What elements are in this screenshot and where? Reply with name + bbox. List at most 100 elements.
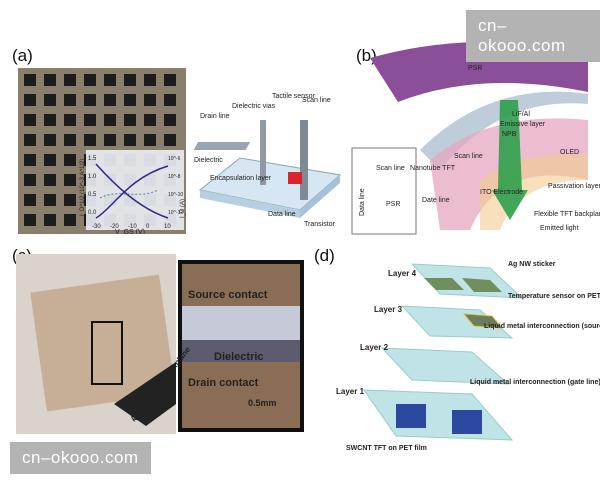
sensor-cell [44, 154, 56, 166]
y-left-axis-label: I_D^1/2 (10^-3 A^1/2) [80, 159, 86, 216]
inset-scan-line-label: Scan line [376, 165, 405, 172]
sensor-cell [24, 194, 36, 206]
inset-data-line-label: Data line [359, 188, 366, 216]
y-right-tick-label: 10^-12 [168, 210, 183, 216]
sensor-cell [44, 74, 56, 86]
panel-a-photo: -30 -20 -10 0 10 1.5 1.0 0.5 0.0 10^-6 10^-8 10^-10… [18, 68, 186, 234]
sensor-cell [84, 94, 96, 106]
sensor-cell [104, 114, 116, 126]
inset-psr-label: PSR [386, 201, 400, 208]
sensor-cell [104, 74, 116, 86]
panel-d-label: (d) [314, 246, 335, 265]
y-left-tick-label: 0.5 [88, 192, 97, 198]
sensor-cell [64, 154, 76, 166]
schematic-label: Scan line [302, 97, 331, 104]
x-tick-label: 0 [146, 224, 150, 230]
sensor-cell [24, 114, 36, 126]
oled-label: NPB [502, 131, 517, 138]
sensor-cell [24, 154, 36, 166]
sensor-cell [64, 74, 76, 86]
scale-bar-big: 1cm [134, 412, 154, 423]
y-right-tick-label: 10^-8 [168, 174, 181, 180]
sensor-cell [24, 74, 36, 86]
watermark-top: cn–okooo.com [466, 10, 600, 62]
sensor-cell [84, 114, 96, 126]
oled-label: Scan line [454, 153, 483, 160]
sensor-cell [164, 74, 176, 86]
sensor-cell [104, 94, 116, 106]
sensor-cell [84, 134, 96, 146]
sensor-cell [124, 114, 136, 126]
sensor-cell [144, 74, 156, 86]
y-left-tick-label: 1.5 [88, 156, 97, 162]
sensor-cell [44, 214, 56, 226]
x-axis-label: V_GS (V) [115, 229, 145, 234]
panel-d-figure: Layer 4 Layer 3 Layer 2 Layer 1 Ag NW sticke… [336, 261, 600, 452]
watermark-bottom: cn–okooo.com [10, 442, 151, 474]
stack-annotation: Liquid metal interconnection (gate line) [470, 379, 600, 386]
oled-label: Nanotube TFT [410, 165, 456, 172]
oled-label: Emissive layer [500, 121, 546, 128]
stack-annotation: Temperature sensor on PET film [508, 293, 600, 300]
schematic-label: Dielectric vias [232, 103, 276, 110]
sensor-cell [64, 134, 76, 146]
sensor-cell [164, 134, 176, 146]
sensor-cell [84, 74, 96, 86]
sensor-cell [144, 114, 156, 126]
oled-label: PSR [468, 65, 482, 72]
schematic-label: Encapsulation layer [210, 175, 272, 182]
source-contact-label: Source contact [188, 289, 268, 301]
sensor-cell [104, 134, 116, 146]
dielectric-label: Dielectric [214, 351, 264, 363]
layer-label: Layer 3 [374, 305, 403, 314]
y-right-tick-label: 10^-10 [168, 192, 183, 198]
sensor-cell [64, 194, 76, 206]
drain-contact-label: Drain contact [188, 377, 259, 389]
x-tick-label: -20 [110, 224, 119, 230]
sensor-cell [44, 174, 56, 186]
schematic-label: Tactile sensor [272, 93, 315, 100]
x-tick-label: -10 [128, 224, 137, 230]
layer-label: Layer 2 [360, 343, 389, 352]
sensor-cell [24, 134, 36, 146]
sensor-cell [44, 94, 56, 106]
sensor-cell [44, 114, 56, 126]
y-left-tick-label: 1.0 [88, 174, 97, 180]
stack-annotation: SWCNT TFT on PET film [346, 445, 427, 452]
sensor-cell [24, 174, 36, 186]
oled-label: Passivation layer [548, 183, 600, 190]
oled-label: LiF/Al [512, 111, 530, 118]
schematic-label: Transistor [304, 221, 336, 228]
sensor-cell [24, 94, 36, 106]
sensor-cell [64, 114, 76, 126]
x-tick-label: 10 [164, 224, 171, 230]
sensor-cell [144, 134, 156, 146]
oled-label: Flexible TFT backplane [534, 211, 600, 218]
y-left-tick-label: 0.0 [88, 210, 97, 216]
schematic-label: Dielectric [194, 157, 223, 164]
oled-label: OLED [560, 149, 579, 156]
scale-bar-small: 0.5mm [248, 398, 277, 408]
layer-label: Layer 4 [388, 269, 417, 278]
oled-label: ITO Electrode [480, 189, 523, 196]
sensor-cell [44, 134, 56, 146]
stack-annotation: Ag NW sticker [508, 261, 556, 268]
sensor-cell [124, 94, 136, 106]
schematic-label: Drain line [200, 113, 230, 120]
layer-label: Layer 1 [336, 387, 365, 396]
y-right-axis-label: I_D (A) [180, 199, 186, 218]
sensor-cell [64, 94, 76, 106]
sensor-cell [164, 114, 176, 126]
oled-label: Emitted light [540, 225, 579, 232]
sensor-cell [164, 94, 176, 106]
oled-label: Date line [422, 197, 450, 204]
sensor-cell [124, 74, 136, 86]
sensor-cell [144, 94, 156, 106]
x-tick-label: -30 [92, 224, 101, 230]
panel-a-label: (a) [12, 46, 33, 65]
sensor-cell [124, 134, 136, 146]
sensor-cell [44, 194, 56, 206]
y-right-tick-label: 10^-6 [168, 156, 181, 162]
